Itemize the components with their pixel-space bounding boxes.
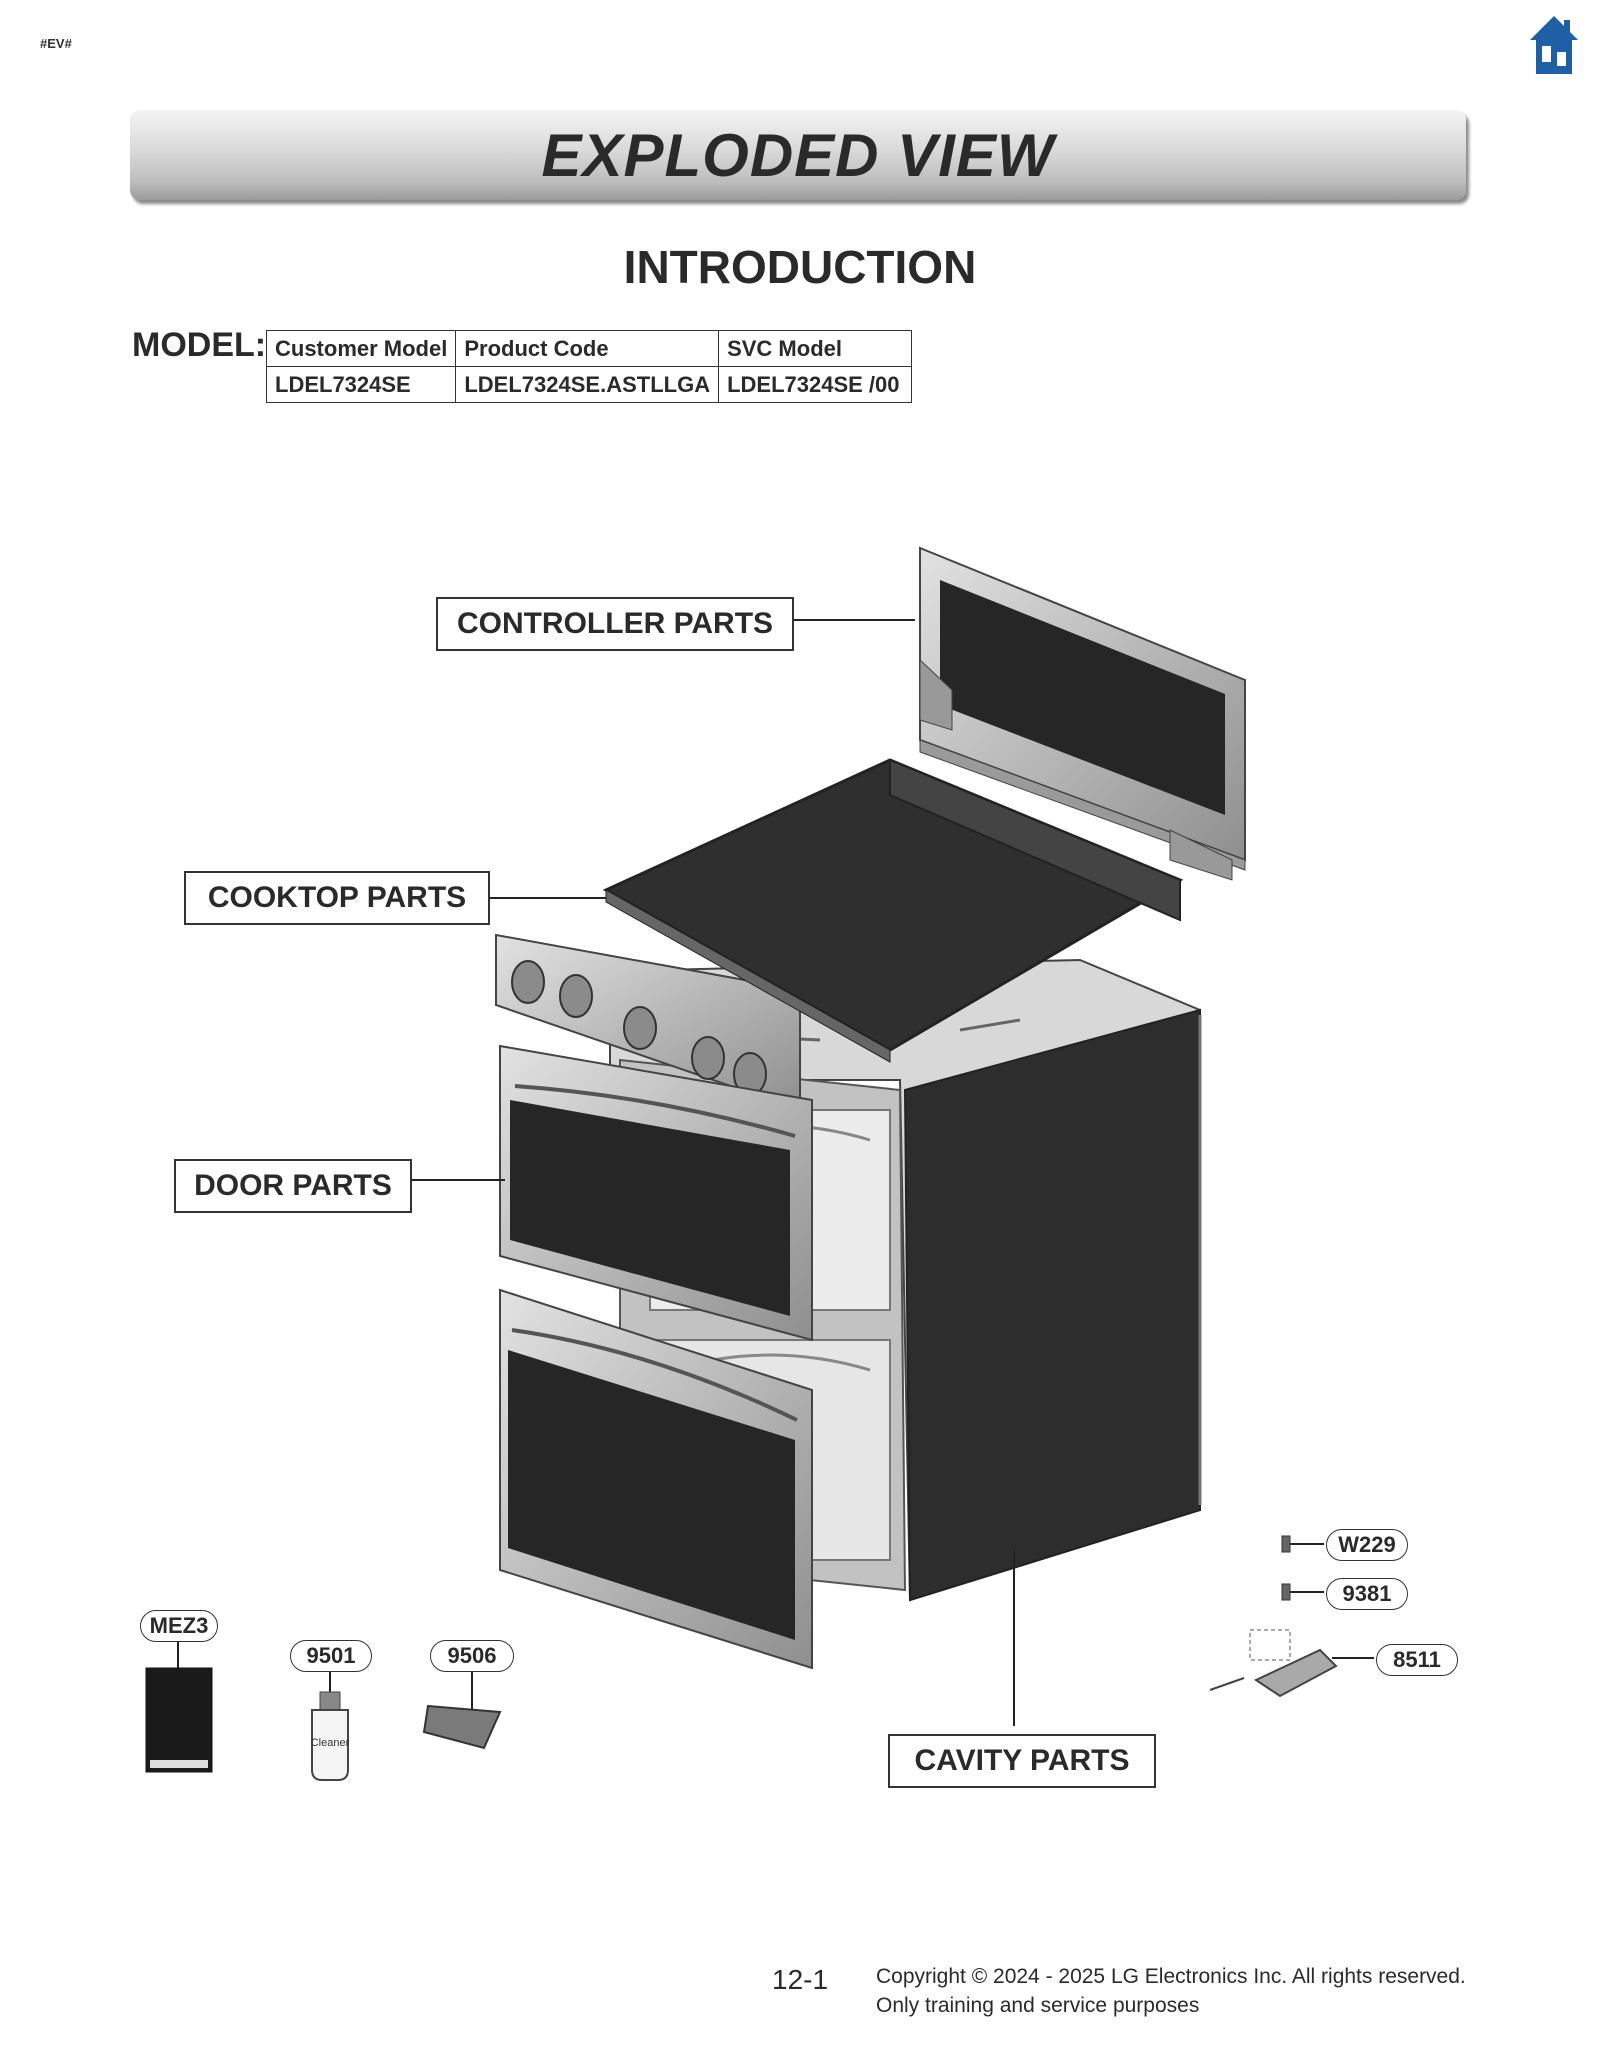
upper-door [499, 1044, 813, 1342]
document-tag: #EV# [40, 36, 72, 51]
part-number-8511[interactable]: 8511 [1376, 1644, 1458, 1676]
copyright-text: Copyright © 2024 - 2025 LG Electronics I… [876, 1965, 1466, 1988]
section-title: INTRODUCTION [623, 241, 977, 293]
screw-w229 [1281, 1535, 1291, 1553]
part-number-w229[interactable]: W229 [1326, 1529, 1408, 1561]
part-number-9506[interactable]: 9506 [430, 1640, 514, 1672]
leader-lines [177, 619, 1374, 1728]
scrubber-pad [422, 1704, 502, 1750]
header-customer-model: Customer Model [265, 330, 457, 367]
copyright-block: Copyright © 2024 - 2025 LG Electronics I… [876, 1962, 1466, 2020]
bracket-8511 [1209, 1629, 1338, 1698]
part-number-9381[interactable]: 9381 [1326, 1578, 1408, 1610]
cooktop-parts-callout[interactable]: COOKTOP PARTS [184, 871, 490, 925]
controller-parts-callout[interactable]: CONTROLLER PARTS [436, 597, 794, 651]
screw-9381 [1281, 1583, 1291, 1601]
banner-title: EXPLODED VIEW [541, 121, 1055, 189]
value-product-code: LDEL7324SE.ASTLLGA [455, 366, 720, 403]
knob-panel [495, 933, 801, 1112]
value-customer-model: LDEL7324SE [265, 366, 457, 403]
model-table-value-row: LDEL7324SE LDEL7324SE.ASTLLGA LDEL7324SE… [265, 366, 913, 403]
model-table: Customer Model Product Code SVC Model LD… [265, 330, 913, 403]
model-label: MODEL: [132, 326, 267, 364]
warning-label-sticker [145, 1667, 213, 1773]
cooktop-glass [602, 758, 1184, 1063]
controller-panel [919, 546, 1246, 881]
title-banner: EXPLODED VIEW [130, 110, 1466, 200]
cavity-parts-callout[interactable]: CAVITY PARTS [888, 1734, 1156, 1788]
part-number-mez3[interactable]: MEZ3 [140, 1610, 218, 1642]
cleaner-bottle: Cleaner [311, 1691, 350, 1781]
cleaner-text: Cleaner [311, 1737, 350, 1749]
value-svc-model: LDEL7324SE /00 [718, 366, 913, 403]
header-svc-model: SVC Model [718, 330, 913, 367]
home-icon[interactable] [1528, 14, 1580, 76]
page-number: 12-1 [772, 1964, 829, 1995]
lower-door [499, 1288, 813, 1670]
door-parts-callout[interactable]: DOOR PARTS [174, 1159, 412, 1213]
part-number-9501[interactable]: 9501 [290, 1640, 372, 1672]
usage-note: Only training and service purposes [876, 1994, 1200, 2017]
